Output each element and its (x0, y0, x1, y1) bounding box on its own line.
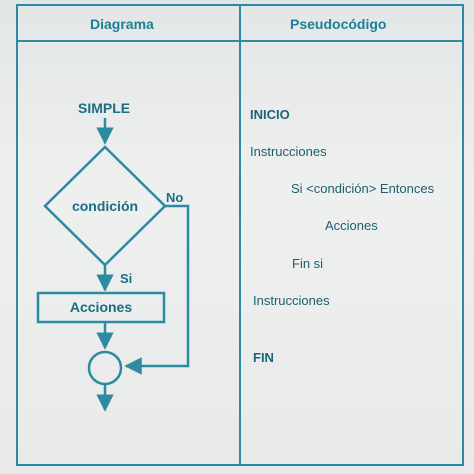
pseudo-line-inicio: INICIO (250, 107, 290, 122)
pseudo-line-instrucciones-2: Instrucciones (253, 293, 330, 308)
no-branch-line (124, 204, 190, 375)
decision-label: condición (72, 198, 138, 214)
pseudo-line-fin: FIN (253, 350, 274, 365)
column-divider (239, 6, 241, 464)
no-label: No (166, 190, 183, 205)
header-diagram: Diagrama (90, 16, 154, 32)
connector-circle (87, 350, 123, 386)
header-divider (18, 40, 462, 42)
pseudo-line-acciones: Acciones (325, 218, 378, 233)
process-label: Acciones (70, 299, 132, 315)
start-label: SIMPLE (78, 100, 130, 116)
yes-label: Si (120, 271, 132, 286)
pseudo-line-si: Si <condición> Entonces (291, 181, 435, 196)
pseudo-line-instrucciones-1: Instrucciones (250, 144, 327, 159)
process-box (36, 291, 166, 324)
comparison-table: Diagrama Pseudocódigo (16, 4, 464, 466)
pseudo-line-fin-si: Fin si (292, 256, 324, 271)
header-pseudocode: Pseudocódigo (290, 16, 387, 32)
